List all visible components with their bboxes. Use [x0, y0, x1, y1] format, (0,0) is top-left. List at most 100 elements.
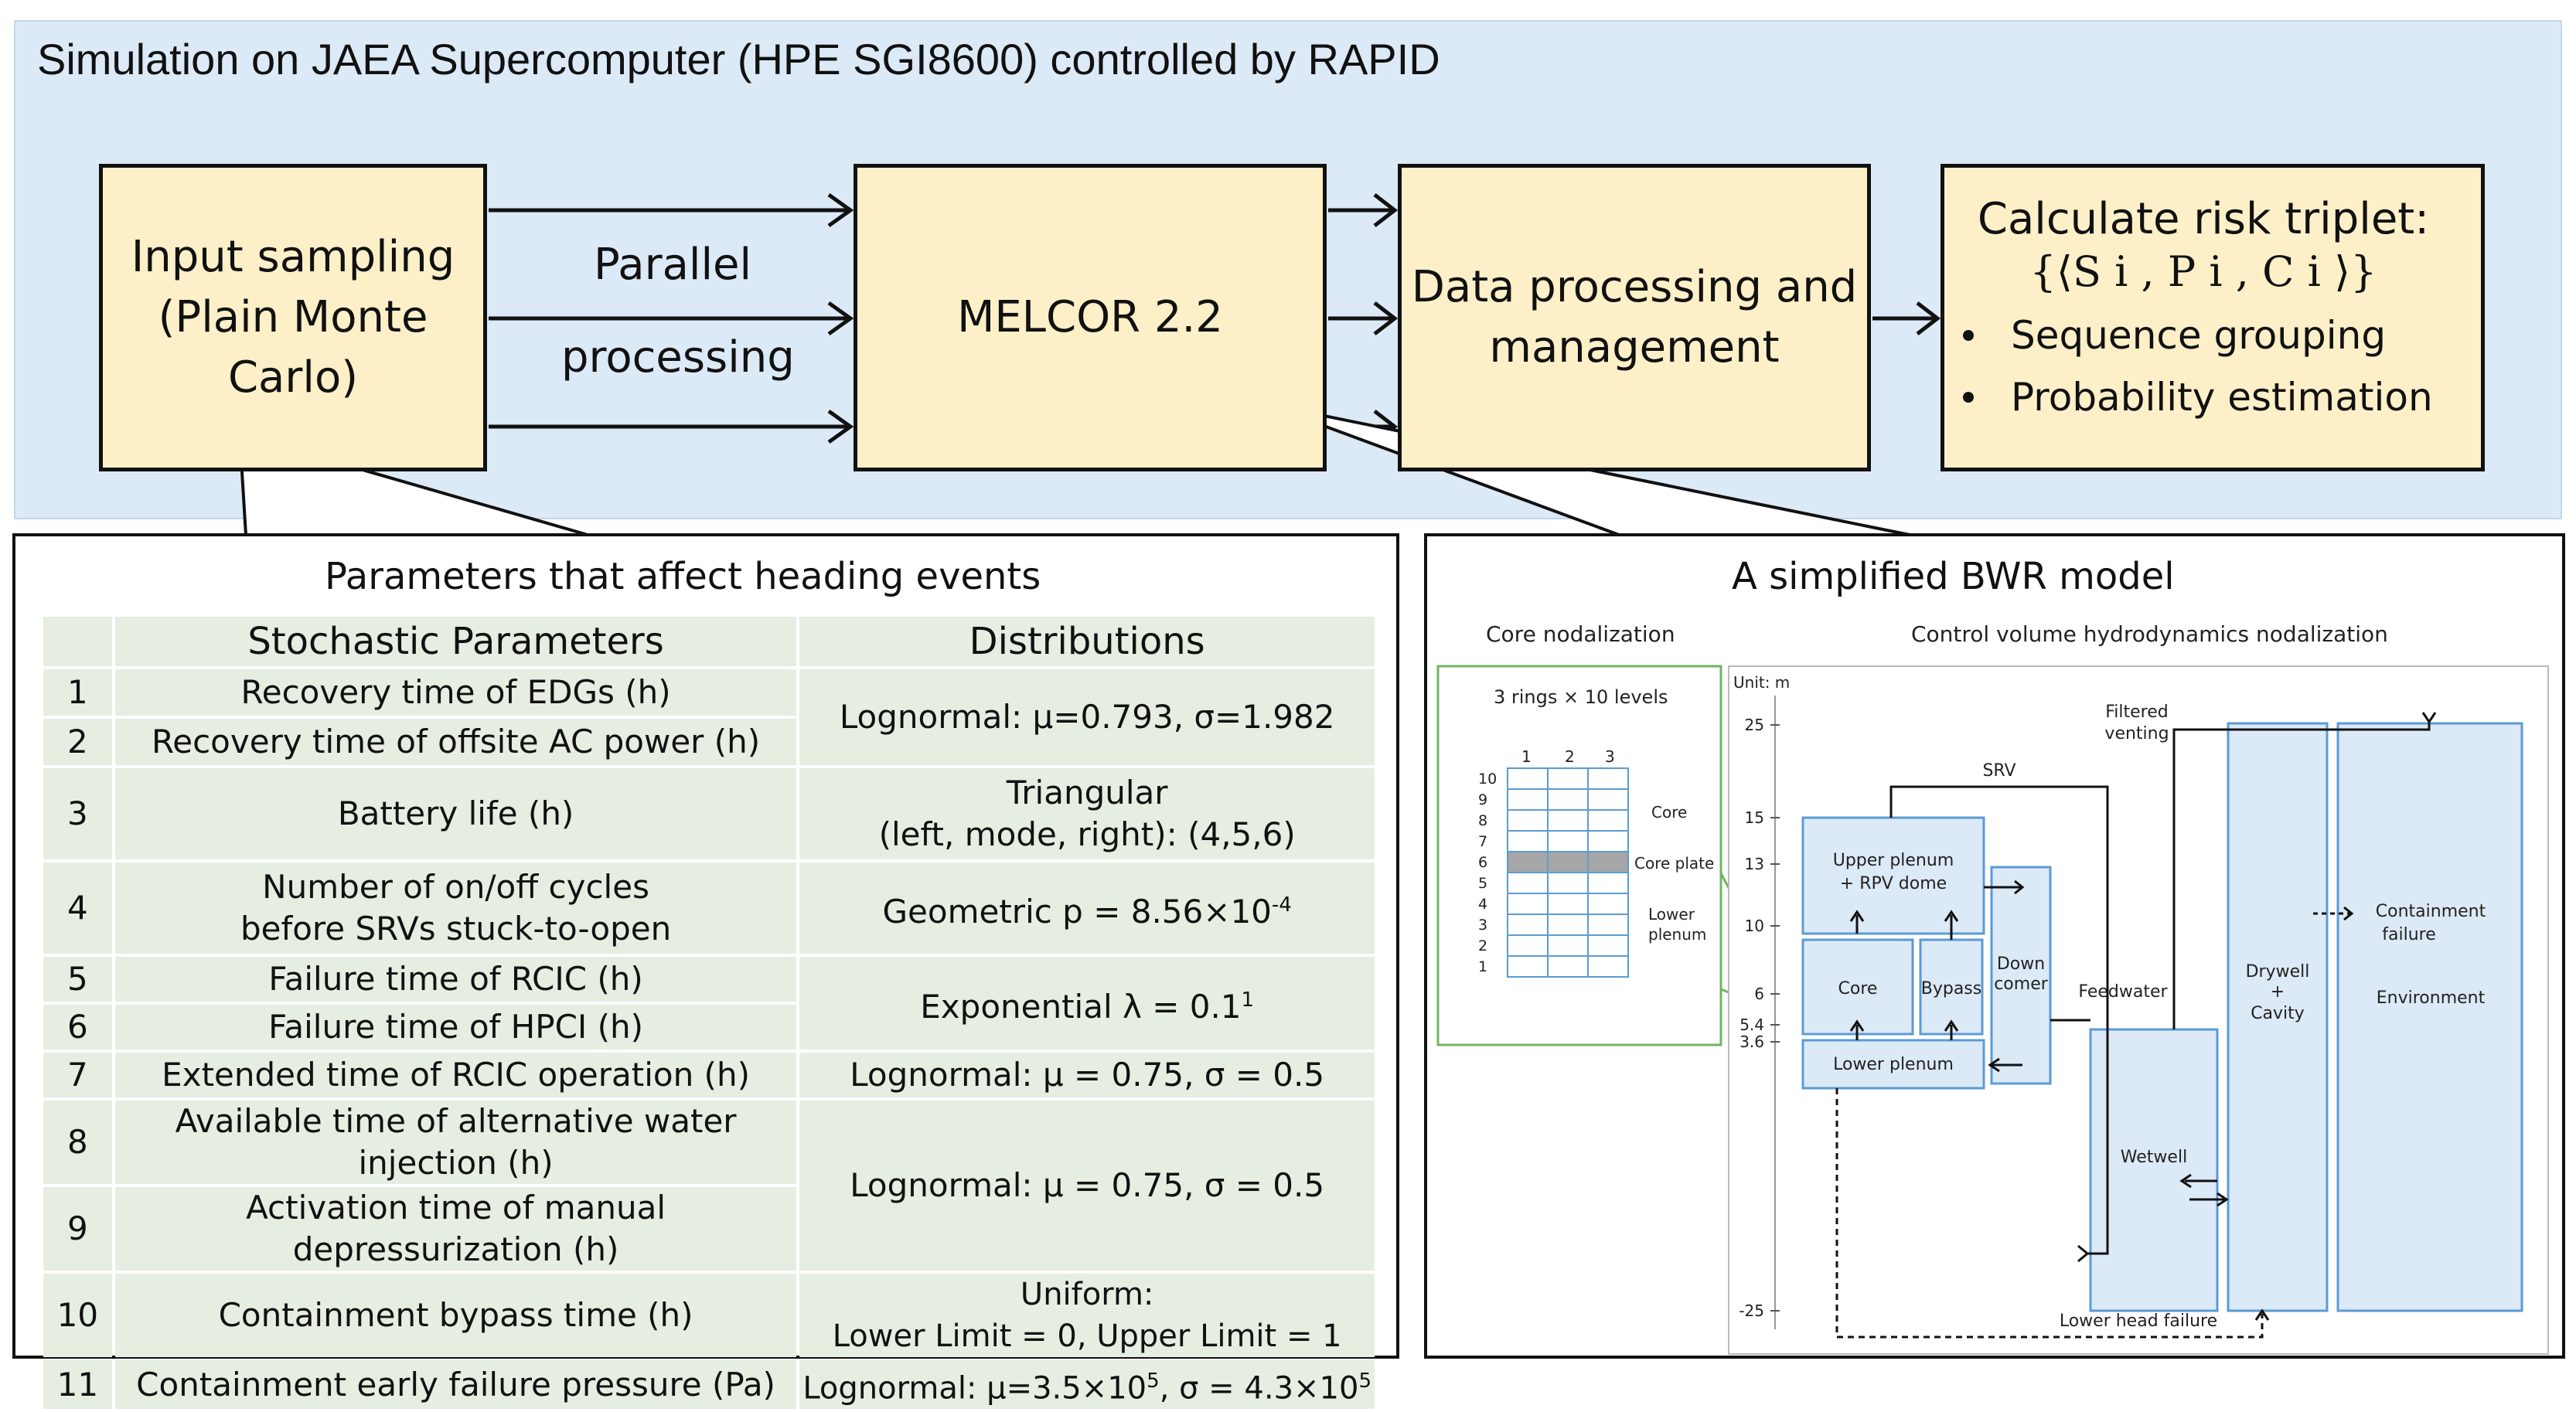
- core-plate-label: Core plate: [1634, 854, 1714, 873]
- drywell-label-2: +: [2271, 982, 2285, 1002]
- row-dist: Lognormal: μ=0.793, σ=1.982: [799, 669, 1375, 765]
- core-cell: [1507, 893, 1549, 915]
- risk-bullet: Sequence grouping: [1963, 313, 2386, 358]
- row-param: Failure time of RCIC (h): [114, 957, 797, 1002]
- row-param: Recovery time of offsite AC power (h): [114, 719, 797, 765]
- level-label: 1: [1478, 958, 1487, 975]
- ring-col: 3: [1605, 747, 1615, 766]
- core-cell: [1507, 955, 1549, 978]
- level-label: 2: [1478, 937, 1487, 954]
- dist-text: Exponential λ = 0.1: [920, 987, 1242, 1026]
- wetwell-box: [2089, 1028, 2219, 1312]
- unit-label: Unit: m: [1733, 673, 1790, 692]
- containment-failure-label-2: failure: [2382, 925, 2436, 944]
- level-label: 8: [1478, 812, 1487, 829]
- core-cell: [1547, 851, 1589, 873]
- upper-plenum-label-2: + RPV dome: [1840, 874, 1947, 893]
- dist-text: Geometric p = 8.56×10: [882, 892, 1272, 931]
- core-cell: [1547, 809, 1589, 832]
- parallel-label: Parallel: [594, 240, 752, 290]
- melcor-box: MELCOR 2.2: [854, 164, 1327, 471]
- lower-plenum-label-1: Lower: [1648, 905, 1695, 924]
- row-param: Activation time of manual depressurizati…: [114, 1187, 797, 1271]
- input-sampling-box: Input sampling (Plain Monte Carlo): [99, 164, 487, 471]
- row-param: Failure time of HPCI (h): [114, 1005, 797, 1050]
- axis-tick-label: 3.6: [1739, 1033, 1764, 1051]
- row-num: 8: [43, 1101, 112, 1184]
- risk-formula: {⟨S i , P i , C i ⟩}: [2029, 247, 2377, 296]
- table-row: 4 Number of on/off cycles before SRVs st…: [43, 863, 1375, 954]
- row-param: Battery life (h): [114, 768, 797, 859]
- row-dist: Triangular (left, mode, right): (4,5,6): [799, 768, 1375, 859]
- table-header-row: Stochastic Parameters Distributions: [43, 617, 1375, 666]
- dist-sup: 5: [1358, 1369, 1371, 1393]
- drywell-label-1: Drywell: [2246, 962, 2310, 982]
- axis-tick-label: 15: [1745, 808, 1764, 827]
- level-label: 6: [1478, 854, 1487, 871]
- core-cell: [1507, 934, 1549, 957]
- core-cell: [1587, 767, 1629, 790]
- core-cell: [1547, 830, 1589, 852]
- bypass-box-label: Bypass: [1921, 979, 1981, 999]
- melcor-label: MELCOR 2.2: [957, 292, 1223, 342]
- core-cell: [1507, 767, 1549, 790]
- downcomer-label-2: comer: [1994, 975, 2049, 994]
- row-num: 5: [43, 957, 112, 1002]
- row-param: Available time of alternative water inje…: [114, 1101, 797, 1184]
- axis-tick-label: 25: [1745, 716, 1764, 734]
- processing-label: processing: [561, 332, 795, 383]
- core-cell: [1547, 893, 1589, 915]
- level-label: 9: [1478, 791, 1487, 808]
- dist-sup: -4: [1271, 893, 1292, 917]
- core-cell: [1507, 851, 1549, 873]
- dist-text: , σ = 4.3×10: [1159, 1370, 1359, 1407]
- data-processing-label: Data processing and management: [1411, 262, 1858, 373]
- row-param: Number of on/off cycles before SRVs stuc…: [114, 863, 797, 954]
- core-cell: [1587, 872, 1629, 894]
- parameters-panel-title: Parameters that affect heading events: [325, 555, 1041, 598]
- table-row: 8 Available time of alternative water in…: [43, 1101, 1375, 1271]
- dist-text: Lognormal: μ=3.5×10: [802, 1370, 1147, 1407]
- row-dist: Lognormal: μ=3.5×105, σ = 4.3×105: [799, 1360, 1375, 1410]
- downcomer-label-1: Down: [1997, 954, 2045, 974]
- row-num: 1: [43, 669, 112, 716]
- row-num: 4: [43, 863, 112, 954]
- table-header-num: [43, 617, 112, 666]
- table-row: 5 Failure time of RCIC (h) Exponential λ…: [43, 957, 1375, 1050]
- core-cell: [1587, 934, 1629, 957]
- core-cell: [1547, 934, 1589, 957]
- row-num: 2: [43, 719, 112, 765]
- row-dist: Exponential λ = 0.11: [799, 957, 1375, 1050]
- core-box: [1801, 938, 1914, 1036]
- row-dist: Geometric p = 8.56×10-4: [799, 863, 1375, 954]
- axis-tick-label: 5.4: [1739, 1016, 1764, 1034]
- row-num: 9: [43, 1187, 112, 1271]
- row-param: Recovery time of EDGs (h): [114, 669, 797, 716]
- core-box-label: Core: [1838, 979, 1878, 999]
- core-cell: [1507, 872, 1549, 894]
- bullet-icon: [1963, 330, 1974, 341]
- core-cell: [1547, 914, 1589, 936]
- row-num: 11: [43, 1360, 112, 1410]
- table-row: 9 Activation time of manual depressuriza…: [43, 1187, 1375, 1271]
- cv-nodalization-title: Control volume hydrodynamics nodalizatio…: [1911, 621, 2388, 647]
- row-dist: Uniform: Lower Limit = 0, Upper Limit = …: [799, 1274, 1375, 1357]
- bwr-panel-title: A simplified BWR model: [1732, 555, 2175, 598]
- core-cell: [1507, 809, 1549, 832]
- wetwell-label: Wetwell: [2121, 1148, 2187, 1167]
- table-row: 6 Failure time of HPCI (h): [43, 1005, 1375, 1050]
- row-num: 10: [43, 1274, 112, 1357]
- flow-lines: [1835, 712, 2437, 1339]
- table-header-param: Stochastic Parameters: [114, 617, 797, 666]
- risk-bullet-text: Sequence grouping: [2011, 313, 2387, 358]
- level-label: 10: [1478, 771, 1497, 788]
- level-label: 5: [1478, 875, 1487, 892]
- level-label: 7: [1478, 833, 1487, 850]
- axis-tick-label: 6: [1754, 985, 1764, 1003]
- table-row: 2 Recovery time of offsite AC power (h): [43, 719, 1375, 765]
- core-cell: [1507, 788, 1549, 811]
- table-row: 10 Containment bypass time (h) Uniform: …: [43, 1274, 1375, 1357]
- axis-tick-label: 13: [1745, 855, 1764, 873]
- lower-plenum-box-label: Lower plenum: [1833, 1055, 1954, 1074]
- table-row: 11 Containment early failure pressure (P…: [43, 1360, 1375, 1410]
